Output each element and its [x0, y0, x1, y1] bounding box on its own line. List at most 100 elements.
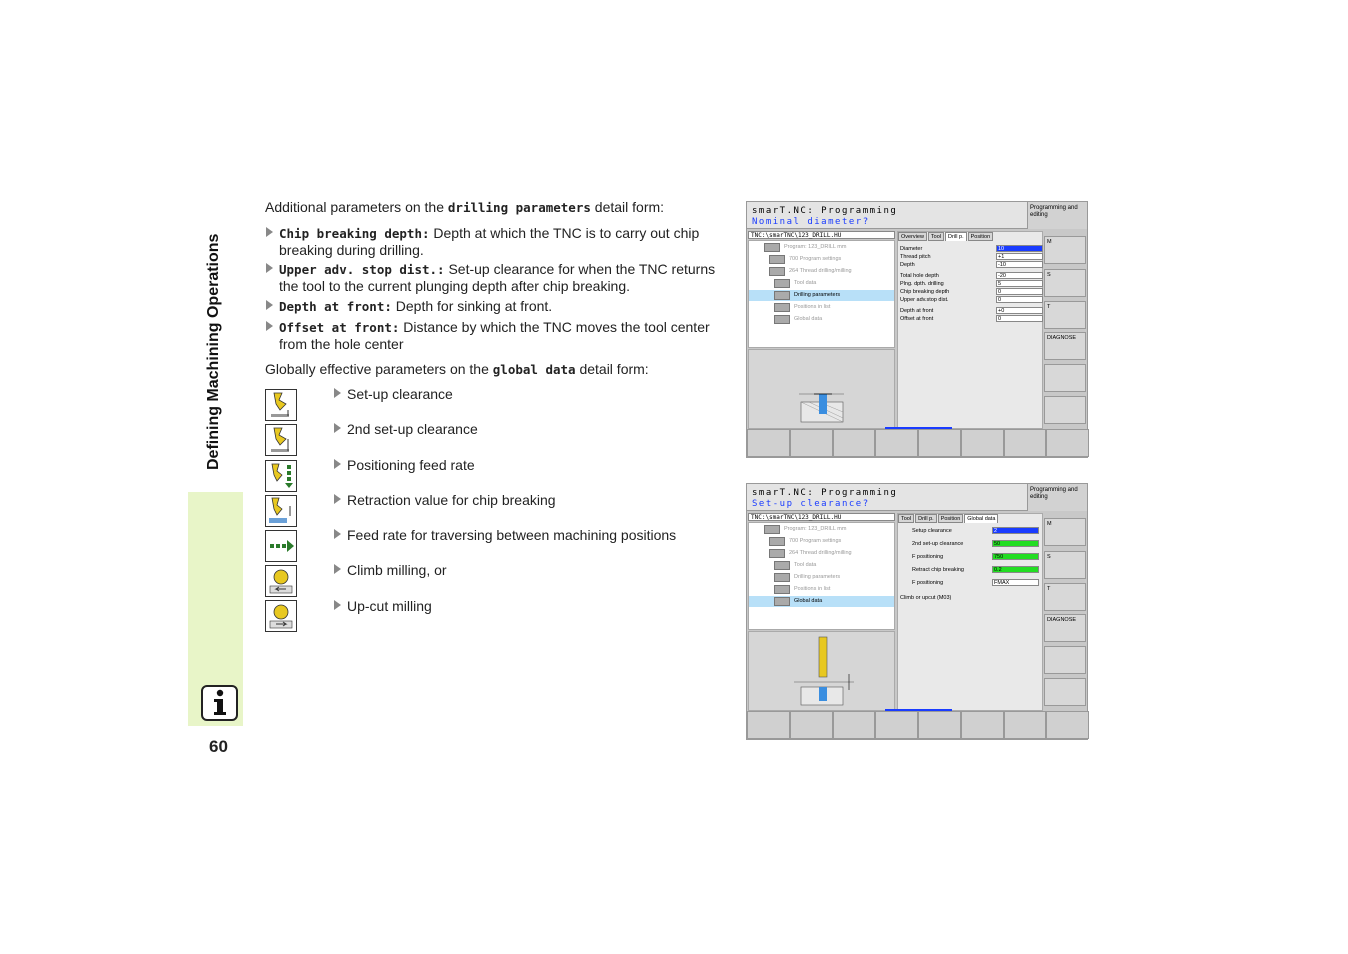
screen-header: smarT.NC: Programming Nominal diameter?: [747, 202, 1027, 229]
softkey[interactable]: [832, 711, 876, 739]
softkey[interactable]: [1046, 711, 1089, 739]
form-field[interactable]: +0: [996, 307, 1043, 314]
tree-item[interactable]: Positions in list: [749, 302, 894, 313]
form-field[interactable]: 50: [992, 540, 1039, 547]
global-item-label: Set-up clearance: [347, 386, 453, 402]
form-field[interactable]: 0: [996, 315, 1043, 322]
form-field[interactable]: 0: [996, 296, 1043, 303]
intro-global: Globally effective parameters on the glo…: [265, 361, 649, 377]
param-upper-adv: Upper adv. stop dist.: Set-up clearance …: [279, 261, 716, 294]
tree-item[interactable]: Global data: [749, 314, 894, 325]
upcut-milling-icon: [265, 600, 297, 632]
screen-prompt: Set-up clearance?: [752, 499, 870, 509]
tab-indicator: [885, 709, 952, 711]
softkey[interactable]: [960, 711, 1004, 739]
tab-tool[interactable]: Tool: [898, 514, 915, 523]
tab-tool[interactable]: Tool: [927, 232, 945, 241]
bullet-icon: [266, 263, 273, 273]
form-field[interactable]: 5: [996, 280, 1043, 287]
softkey-empty[interactable]: [1044, 364, 1086, 392]
drill-graphic: [748, 631, 895, 711]
softkey-t[interactable]: T: [1044, 301, 1086, 329]
softkey-m[interactable]: M: [1044, 236, 1086, 264]
softkey[interactable]: [789, 711, 833, 739]
softkey[interactable]: [1046, 429, 1089, 457]
tnc-screen-global: smarT.NC: Programming Set-up clearance? …: [746, 483, 1089, 740]
second-setup-clearance-icon: [265, 424, 297, 456]
tree-item[interactable]: 264 Thread drilling/milling: [749, 266, 894, 277]
info-icon: [201, 685, 238, 721]
tree-item[interactable]: Program: 123_DRILL mm: [749, 242, 894, 253]
softkey[interactable]: [747, 711, 790, 739]
page-number: 60: [209, 737, 228, 756]
form-field[interactable]: FMAX: [992, 579, 1039, 586]
softkey[interactable]: [960, 429, 1004, 457]
bullet-icon: [334, 423, 341, 433]
form-field[interactable]: -20: [996, 272, 1043, 279]
file-path: TNC:\smarTNC\123_DRILL.HU: [748, 231, 895, 239]
tab-position[interactable]: Position: [967, 232, 994, 241]
tree-item[interactable]: Program: 123_DRILL mm: [749, 524, 894, 535]
tnc-screen-drilling: smarT.NC: Programming Nominal diameter? …: [746, 201, 1089, 458]
tab-global-data[interactable]: Global data: [964, 514, 999, 523]
softkey[interactable]: [918, 711, 961, 739]
softkey-empty[interactable]: [1044, 396, 1086, 424]
bullet-icon: [334, 459, 341, 469]
form-row: Upper adv.stop dist.0: [900, 296, 1043, 304]
bullet-icon: [266, 227, 273, 237]
softkey[interactable]: [747, 429, 790, 457]
diagnose-button[interactable]: DIAGNOSE: [1044, 614, 1086, 642]
screen-title: smarT.NC: Programming: [752, 206, 898, 216]
softkey[interactable]: [875, 711, 918, 739]
softkey[interactable]: [832, 429, 876, 457]
form-field[interactable]: -10: [996, 261, 1043, 268]
form-row: Thread pitch+1: [900, 253, 1043, 261]
tab-position[interactable]: Position: [937, 514, 964, 523]
tab-overview[interactable]: Overview: [898, 232, 927, 241]
softkey[interactable]: [1003, 711, 1047, 739]
softkey-s[interactable]: S: [1044, 269, 1086, 297]
tab-drill-params[interactable]: Drill p.: [945, 232, 967, 241]
tree-item[interactable]: Tool data: [749, 560, 894, 571]
bullet-icon: [334, 388, 341, 398]
softkey-t[interactable]: T: [1044, 583, 1086, 611]
softkey[interactable]: [1003, 429, 1047, 457]
tree-item[interactable]: Drilling parameters: [749, 572, 894, 583]
tree-item[interactable]: Positions in list: [749, 584, 894, 595]
softkey-empty[interactable]: [1044, 678, 1086, 706]
tree-item[interactable]: 264 Thread drilling/milling: [749, 548, 894, 559]
diagnose-button[interactable]: DIAGNOSE: [1044, 332, 1086, 360]
form-field[interactable]: +1: [996, 253, 1043, 260]
tree-item-selected[interactable]: Drilling parameters: [749, 290, 894, 301]
form-field[interactable]: 0: [996, 288, 1043, 295]
form-field[interactable]: 750: [992, 553, 1039, 560]
softkey-empty[interactable]: [1044, 646, 1086, 674]
tree-item[interactable]: 700 Program settings: [749, 536, 894, 547]
softkey-s[interactable]: S: [1044, 551, 1086, 579]
softkey-m[interactable]: M: [1044, 518, 1086, 546]
tab-indicator: [885, 427, 952, 429]
form-field[interactable]: 2: [992, 527, 1039, 534]
bullet-icon: [334, 529, 341, 539]
tree-item[interactable]: Tool data: [749, 278, 894, 289]
tree-item-selected[interactable]: Global data: [749, 596, 894, 607]
form-field[interactable]: 0.2: [992, 566, 1039, 573]
form-row: Total hole depth-20: [900, 272, 1043, 280]
param-offset-front: Offset at front: Distance by which the T…: [279, 319, 710, 352]
global-item-label: Climb milling, or: [347, 562, 447, 578]
bullet-icon: [334, 494, 341, 504]
form-field[interactable]: 10: [996, 245, 1043, 252]
softkey[interactable]: [789, 429, 833, 457]
mode-indicator: Programming and editing: [1027, 202, 1087, 229]
softkey[interactable]: [918, 429, 961, 457]
tree-item[interactable]: 700 Program settings: [749, 254, 894, 265]
softkey[interactable]: [875, 429, 918, 457]
tab-drill-params[interactable]: Drill p.: [915, 514, 937, 523]
global-item-label: Feed rate for traversing between machini…: [347, 527, 677, 543]
bullet-icon: [266, 321, 273, 331]
